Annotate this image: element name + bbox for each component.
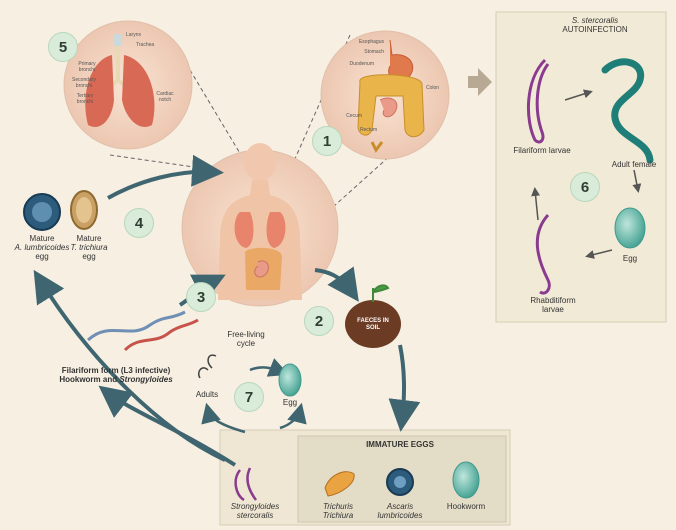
rectum-label: Rectum <box>360 128 384 134</box>
tertiary-bronchi-label: Tertiary bronchi <box>72 94 98 106</box>
filariform-form-line2-pre: Hookworm and <box>59 375 119 384</box>
step-4-badge: 4 <box>124 208 154 238</box>
autoinfection-species: S. stercoralis <box>572 16 618 25</box>
hookworm-label: Hookworm <box>440 502 492 511</box>
autoinfection-title: S. stercoralis AUTOINFECTION <box>540 16 650 34</box>
adult-female-label: Adult female <box>604 160 664 169</box>
hookworm-immature-egg <box>453 462 479 498</box>
immature-eggs-title: IMMATURE EGGS <box>340 440 460 449</box>
rhabditiform-larvae-label: Rhabditiform larvae <box>520 296 586 314</box>
trichuris-immature-label: Trichuris Trichiura <box>310 502 366 520</box>
stomach-label: Stomach <box>354 50 384 56</box>
strongyloides-label: Strongyloides stercoralis <box>222 502 288 520</box>
filariform-worm-b <box>125 320 198 350</box>
panel-egg <box>615 208 645 248</box>
panel-egg-label: Egg <box>612 254 648 263</box>
free-living-egg <box>279 364 301 396</box>
filariform-worm-a <box>88 312 185 340</box>
trichuris-name: T. trichiura <box>70 243 107 252</box>
larynx-label: Larynx <box>126 33 156 39</box>
cardiac-notch-label: Cardiac notch <box>152 92 178 104</box>
ascaris-pre: Mature <box>30 234 55 243</box>
step-7-badge: 7 <box>234 382 264 412</box>
ascaris-post: egg <box>35 252 48 261</box>
free-living-cycle-label: Free-living cycle <box>226 330 266 348</box>
filariform-larvae-label: Filariform larvae <box>512 146 572 155</box>
ascaris-immature-label: Ascaris lumbricoides <box>370 502 430 520</box>
trichuris-egg-label: Mature T. trichiura egg <box>66 234 112 262</box>
cecum-label: Cecum <box>340 114 362 120</box>
trichuris-pre: Mature <box>77 234 102 243</box>
autoinfection-title-text: AUTOINFECTION <box>562 25 627 34</box>
colon-label: Colon <box>426 86 448 92</box>
esophagus-label: Esophagus <box>350 40 384 46</box>
step-3-badge: 3 <box>186 282 216 312</box>
free-living-egg-label: Egg <box>276 398 304 407</box>
filariform-form-line1: Filariform form (L3 infective) <box>62 366 170 375</box>
filariform-form-line2-name: Strongyloides <box>119 375 172 384</box>
step-5-badge: 5 <box>48 32 78 62</box>
secondary-bronchi-label: Secondary bronchi <box>70 78 98 90</box>
faeces-in-soil-label: FAECES IN SOIL <box>355 318 391 332</box>
duodenum-label: Duodenum <box>340 62 374 68</box>
adult-worms <box>199 355 216 378</box>
trichuris-post: egg <box>82 252 95 261</box>
step-6-badge: 6 <box>570 172 600 202</box>
filariform-form-label: Filariform form (L3 infective) Hookworm … <box>56 366 176 384</box>
panel-arrow <box>468 68 492 96</box>
step-2-badge: 2 <box>304 306 334 336</box>
primary-bronchi-label: Primary bronchi <box>74 62 100 74</box>
adults-label: Adults <box>190 390 224 399</box>
step-1-badge: 1 <box>312 126 342 156</box>
ascaris-name: A. lumbricoides <box>15 243 70 252</box>
trachea-label: Trachea <box>136 43 166 49</box>
